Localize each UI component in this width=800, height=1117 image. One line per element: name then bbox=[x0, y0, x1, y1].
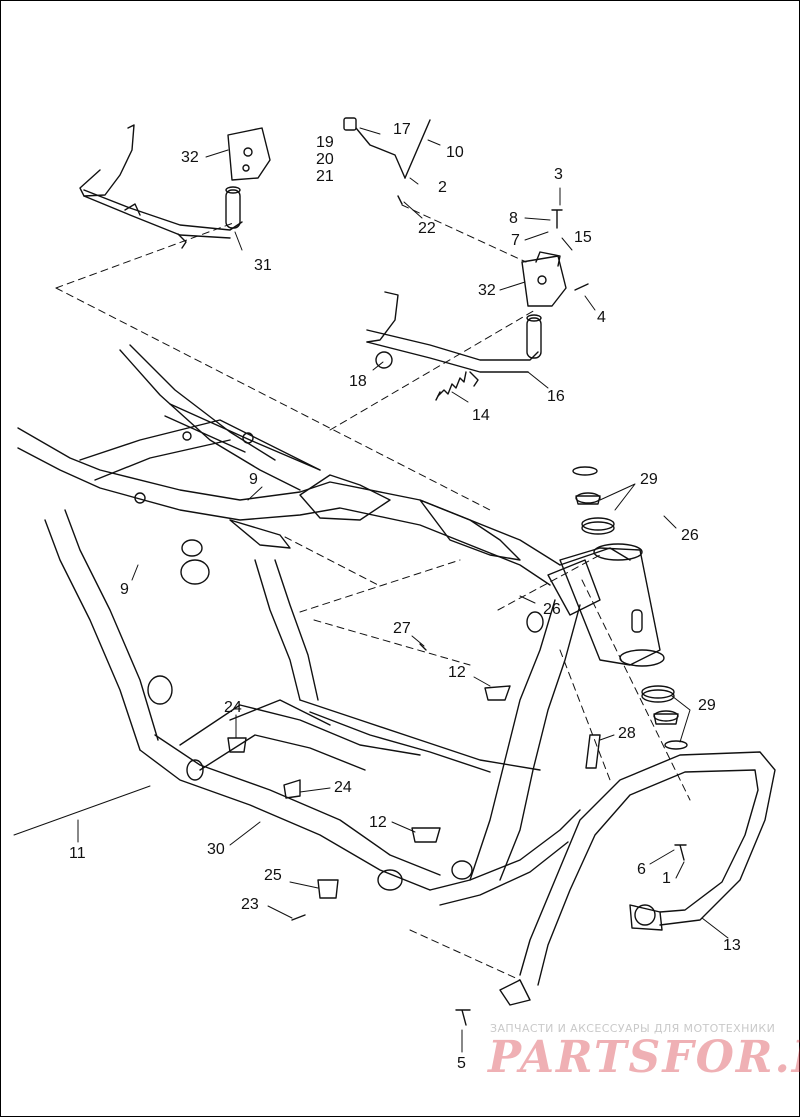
callout-9-upper: 9 bbox=[249, 471, 258, 488]
callout-29-upper: 29 bbox=[640, 471, 658, 488]
watermark-tagline: ЗАПЧАСТИ И АКСЕССУАРЫ ДЛЯ МОТОТЕХНИКИ bbox=[490, 1022, 776, 1035]
steering-head bbox=[547, 543, 665, 667]
callout-31: 31 bbox=[254, 257, 272, 274]
callout-4: 4 bbox=[597, 309, 606, 326]
right-mount-assembly bbox=[366, 251, 567, 387]
callout-22: 22 bbox=[418, 220, 436, 237]
bolts bbox=[291, 209, 687, 1026]
callout-9-lower: 9 bbox=[120, 581, 129, 598]
callout-12-upper: 12 bbox=[448, 664, 466, 681]
callout-32-left: 32 bbox=[181, 149, 199, 166]
sensor-17 bbox=[343, 117, 431, 205]
callout-26-center: 26 bbox=[543, 601, 561, 618]
watermark-logo: PARTSFOR.RU bbox=[488, 1032, 800, 1083]
engine-guard bbox=[499, 751, 776, 1006]
callout-29-lower: 29 bbox=[698, 697, 716, 714]
bearing-races-upper bbox=[572, 466, 615, 535]
callout-27: 27 bbox=[393, 620, 411, 637]
callout-19: 19 bbox=[316, 134, 334, 151]
spring-14 bbox=[435, 371, 467, 401]
callout-6: 6 bbox=[637, 861, 646, 878]
wire-11 bbox=[13, 785, 151, 836]
callout-26-right: 26 bbox=[681, 527, 699, 544]
callout-18: 18 bbox=[349, 373, 367, 390]
callout-10: 10 bbox=[446, 144, 464, 161]
dashed-guide-lines bbox=[55, 204, 691, 981]
callout-24-lower: 24 bbox=[334, 779, 352, 796]
callout-3: 3 bbox=[554, 166, 563, 183]
callout-16: 16 bbox=[547, 388, 565, 405]
callout-30: 30 bbox=[207, 841, 225, 858]
callout-25: 25 bbox=[264, 867, 282, 884]
left-mount-assembly bbox=[79, 124, 271, 249]
callout-1: 1 bbox=[662, 870, 671, 887]
callout-5: 5 bbox=[457, 1055, 466, 1072]
callout-21: 21 bbox=[316, 168, 334, 185]
callout-17: 17 bbox=[393, 121, 411, 138]
callout-15: 15 bbox=[574, 229, 592, 246]
motorcycle-frame bbox=[17, 344, 631, 906]
callout-2: 2 bbox=[438, 179, 447, 196]
callout-7: 7 bbox=[511, 232, 520, 249]
bearing-races-lower bbox=[641, 685, 688, 750]
callout-28: 28 bbox=[618, 725, 636, 742]
callout-20: 20 bbox=[316, 151, 334, 168]
callout-8: 8 bbox=[509, 210, 518, 227]
callout-11: 11 bbox=[69, 845, 86, 862]
callout-32-right: 32 bbox=[478, 282, 496, 299]
callout-14: 14 bbox=[472, 407, 490, 424]
clamps bbox=[227, 685, 601, 899]
callout-12-lower: 12 bbox=[369, 814, 387, 831]
callout-13: 13 bbox=[723, 937, 741, 954]
callout-23: 23 bbox=[241, 896, 259, 913]
callout-24-upper: 24 bbox=[224, 699, 242, 716]
callout-leaders bbox=[77, 127, 729, 1053]
